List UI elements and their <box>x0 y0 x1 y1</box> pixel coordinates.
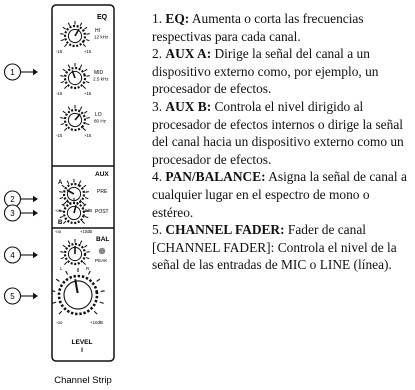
level-min: -oo <box>56 320 63 325</box>
eq-lo-min: -15 <box>56 133 63 138</box>
figure-caption: Channel Strip <box>54 375 112 386</box>
eq-lo-freq: 80 Hz <box>94 119 107 124</box>
bal-max: R <box>86 266 89 271</box>
eq-hi-min: -15 <box>56 49 63 54</box>
aux-a-max: +10dB <box>80 208 92 213</box>
item-text: Aumenta o corta las frecuencias respecti… <box>152 11 364 44</box>
aux-title: AUX <box>95 171 109 178</box>
bal-min: L <box>60 266 63 271</box>
eq-hi-label: HI <box>95 28 100 34</box>
eq-mid-freq: 2.5 kHz <box>93 77 109 82</box>
level-mark: I <box>81 347 83 354</box>
item-title: PAN/BALANCE: <box>165 169 266 185</box>
description-item-channel-fader: 5. CHANNEL FADER: Fader de canal [CHANNE… <box>152 221 414 274</box>
callout-3-number: 3 <box>10 209 15 218</box>
description-list: 1. EQ: Aumenta o corta las frecuencias r… <box>152 10 414 274</box>
description-item-pan-balance: 4. PAN/BALANCE: Asigna la señal de canal… <box>152 168 414 221</box>
channel-strip-illustration: EQ HI 12 kHz -15 +15 MID 2.5 kHz -15 +15… <box>3 4 115 386</box>
level-max: +10dB <box>90 320 103 325</box>
item-number: 2. <box>152 46 163 62</box>
aux-a-min: -oo <box>55 208 62 213</box>
eq-hi-freq: 12 kHz <box>94 35 109 40</box>
item-number: 5. <box>152 222 163 238</box>
callout-5-number: 5 <box>10 292 15 301</box>
item-title: AUX A: <box>165 46 212 62</box>
item-number: 3. <box>152 98 163 114</box>
description-item-aux-b: 3. AUX B: Controla el nivel dirigido al … <box>152 98 414 168</box>
peak-label: PEAK <box>95 258 108 263</box>
eq-lo-label: LO <box>95 112 102 118</box>
aux-a-label: PRE <box>97 189 108 195</box>
description-item-eq: 1. EQ: Aumenta o corta las frecuencias r… <box>152 10 414 45</box>
aux-b-label: POST <box>95 209 109 215</box>
item-title: CHANNEL FADER: <box>165 222 285 238</box>
item-text: Fader de canal [CHANNEL FADER]: Controla… <box>152 222 397 273</box>
strip-panel <box>51 4 115 362</box>
item-title: AUX B: <box>165 98 212 114</box>
aux-b-min: -oo <box>55 229 62 234</box>
callout-1-number: 1 <box>10 68 15 77</box>
item-text: Dirige la señal del canal a un dispositi… <box>152 46 379 97</box>
aux-b-max: +10dB <box>80 229 92 234</box>
description-item-aux-a: 2. AUX A: Dirige la señal del canal a un… <box>152 45 414 98</box>
eq-lo-max: +15 <box>84 133 92 138</box>
callout-4: 4 <box>3 246 38 264</box>
peak-led <box>98 247 106 255</box>
eq-title: EQ <box>97 14 108 21</box>
callout-2: 2 <box>3 190 38 208</box>
item-title: EQ: <box>165 11 190 26</box>
item-number: 4. <box>152 169 163 185</box>
callout-5: 5 <box>3 287 38 305</box>
callout-3: 3 <box>3 204 38 222</box>
item-number: 1. <box>152 11 163 26</box>
aux-b-letter: B <box>58 220 63 226</box>
eq-mid-max: +15 <box>84 91 92 96</box>
callout-4-number: 4 <box>10 251 15 260</box>
eq-mid-label: MID <box>94 70 104 76</box>
eq-hi-max: +15 <box>84 49 92 54</box>
aux-a-letter: A <box>58 180 63 186</box>
bal-title: BAL <box>96 236 109 243</box>
level-title: LEVEL <box>72 339 93 346</box>
callout-2-number: 2 <box>10 195 15 204</box>
callout-1: 1 <box>3 63 38 81</box>
item-text: Asigna la señal de canal a cualquier lug… <box>152 169 407 220</box>
eq-mid-min: -15 <box>56 91 63 96</box>
item-text: Controla el nivel dirigido al procesador… <box>152 98 404 167</box>
